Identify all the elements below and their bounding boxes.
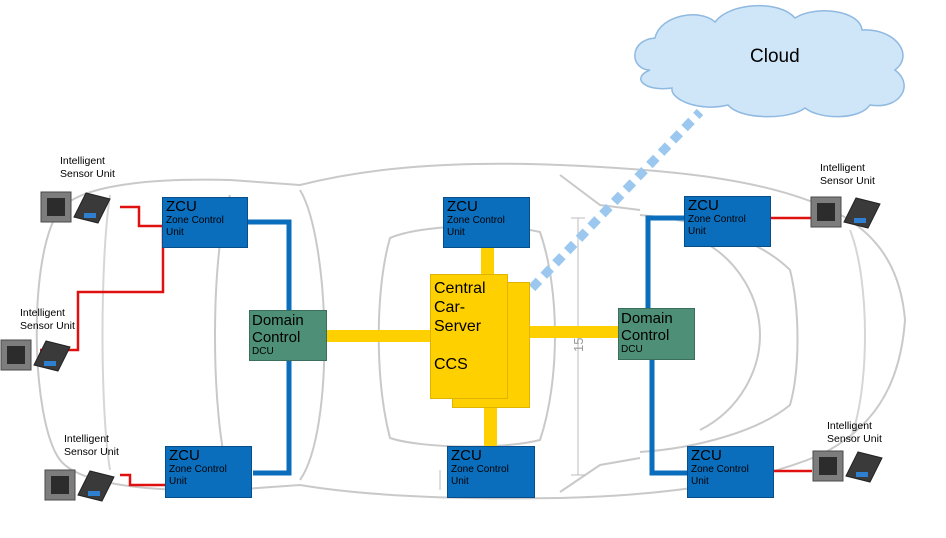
backbone-link-right-bottom [649,360,689,476]
sensor-label-line2: Sensor Unit [64,446,119,458]
sensor-unit-icon [0,339,71,372]
sensor-unit-label: Intelligent Sensor Unit [820,162,875,188]
zcu-subtitle: Zone Control [451,464,509,475]
sensor-unit-label: Intelligent Sensor Unit [64,433,119,459]
sensor-label-line1: Intelligent [827,420,872,432]
dcu-line1: Domain [252,312,304,329]
dcu-line2: Control [621,327,670,344]
zcu-subtitle: Zone Control [691,464,749,475]
ccs-link-top [481,246,494,276]
zcu-box-rear-center[interactable]: ZCU Zone Control Unit [447,446,535,498]
sensor-unit-icon [810,196,881,229]
zcu-box-front-left[interactable]: ZCU Zone Control Unit [162,197,248,248]
dimension-marker [439,217,585,490]
zcu-subtitle-line2: Unit [688,226,706,237]
sensor-label-line2: Sensor Unit [20,320,75,332]
zcu-subtitle-line2: Unit [447,227,465,238]
ccs-line1: Central [434,280,486,297]
dcu-abbr: DCU [252,346,274,357]
sensor-unit-icon [44,469,115,502]
zcu-title: ZCU [166,198,197,215]
zcu-subtitle: Zone Control [169,464,227,475]
zcu-title: ZCU [451,447,482,464]
sensor-label-line1: Intelligent [60,155,105,167]
ccs-links [326,246,620,447]
sensor-unit-label: Intelligent Sensor Unit [20,307,75,333]
central-car-server-box[interactable]: Central Car- Server CCS [430,274,508,399]
cloud-shape [634,5,905,118]
dcu-box-left[interactable]: Domain Control DCU [249,310,327,361]
ccs-abbr: CCS [434,356,468,373]
zcu-subtitle-line2: Unit [691,476,709,487]
sensor-label-line1: Intelligent [64,433,109,445]
backbone-link-left-bottom [253,360,292,476]
cloud-link [528,108,704,292]
zcu-box-rear-left[interactable]: ZCU Zone Control Unit [165,446,252,498]
zcu-box-front-center[interactable]: ZCU Zone Control Unit [443,197,530,248]
sensor-unit-icon [40,191,111,224]
zcu-subtitle: Zone Control [688,214,746,225]
ccs-line3: Server [434,318,482,335]
zcu-title: ZCU [447,198,478,215]
sensor-unit-label: Intelligent Sensor Unit [60,155,115,181]
sensor-link-top-left [120,205,163,228]
zcu-subtitle: Zone Control [447,215,505,226]
zcu-subtitle-line2: Unit [166,227,184,238]
zcu-subtitle: Zone Control [166,215,224,226]
zcu-box-front-right[interactable]: ZCU Zone Control Unit [684,196,771,247]
zcu-subtitle-line2: Unit [451,476,469,487]
dcu-abbr: DCU [621,344,643,355]
ccs-link-bottom [484,405,497,447]
zcu-subtitle-line2: Unit [169,476,187,487]
zcu-box-rear-right[interactable]: ZCU Zone Control Unit [687,446,774,498]
sensor-label-line2: Sensor Unit [827,433,882,445]
sensor-label-line1: Intelligent [820,162,865,174]
cloud-label: Cloud [750,46,800,67]
zcu-title: ZCU [169,447,200,464]
sensor-unit-label: Intelligent Sensor Unit [827,420,882,446]
sensor-label-line2: Sensor Unit [60,168,115,180]
backbone-link-right-top [645,215,686,308]
dcu-line1: Domain [621,310,673,327]
dcu-box-right[interactable]: Domain Control DCU [618,308,695,360]
ccs-link-right [528,326,620,338]
ccs-link-left [326,330,432,342]
sensor-link-bottom-left [120,473,166,487]
dcu-line2: Control [252,329,301,346]
zcu-title: ZCU [688,197,719,214]
zcu-title: ZCU [691,447,722,464]
ccs-line2: Car- [434,299,466,316]
backbone-link-left-top [248,219,292,310]
sensor-label-line2: Sensor Unit [820,175,875,187]
backbone-links [248,215,689,476]
sensor-label-line1: Intelligent [20,307,65,319]
sensor-unit-icon [812,450,883,483]
